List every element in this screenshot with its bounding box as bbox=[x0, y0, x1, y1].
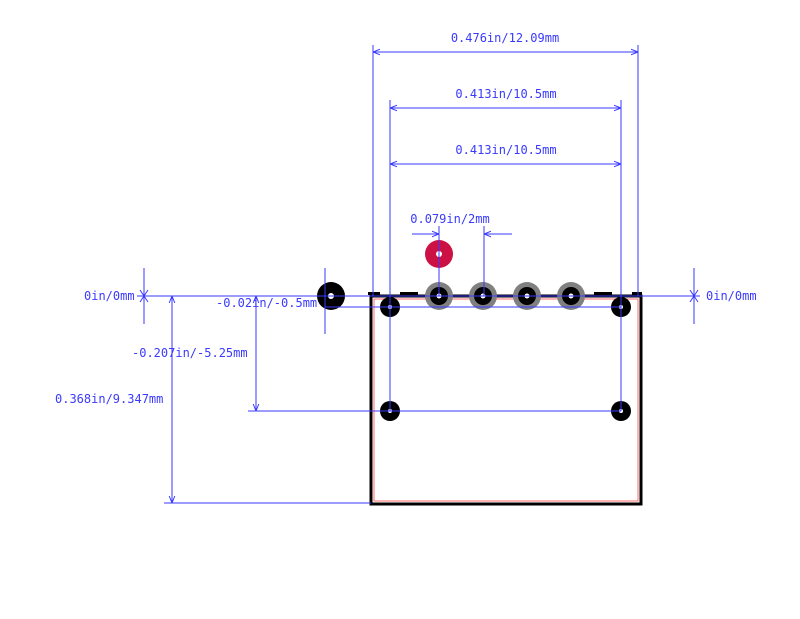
component-outline bbox=[368, 292, 643, 506]
label-pitch: 0.079in/2mm bbox=[410, 212, 489, 226]
label-overall-width: 0.476in/12.09mm bbox=[451, 31, 559, 45]
label-origin-left: 0in/0mm bbox=[84, 289, 135, 303]
label-overall-height: 0.368in/9.347mm bbox=[55, 392, 163, 406]
silk-dash bbox=[368, 292, 380, 295]
silk-dash bbox=[400, 292, 418, 295]
dimension-lines bbox=[137, 45, 700, 504]
pads bbox=[317, 240, 631, 421]
dimension-labels: 0.476in/12.09mm 0.413in/10.5mm 0.413in/1… bbox=[55, 31, 757, 406]
label-origin-right: 0in/0mm bbox=[706, 289, 757, 303]
label-row-offset: -0.02in/-0.5mm bbox=[216, 296, 317, 310]
label-pin-span-top: 0.413in/10.5mm bbox=[455, 87, 556, 101]
silk-dash bbox=[594, 292, 612, 295]
label-lower-row: -0.207in/-5.25mm bbox=[132, 346, 248, 360]
label-pin-span-second: 0.413in/10.5mm bbox=[455, 143, 556, 157]
silk-dash bbox=[632, 292, 642, 295]
